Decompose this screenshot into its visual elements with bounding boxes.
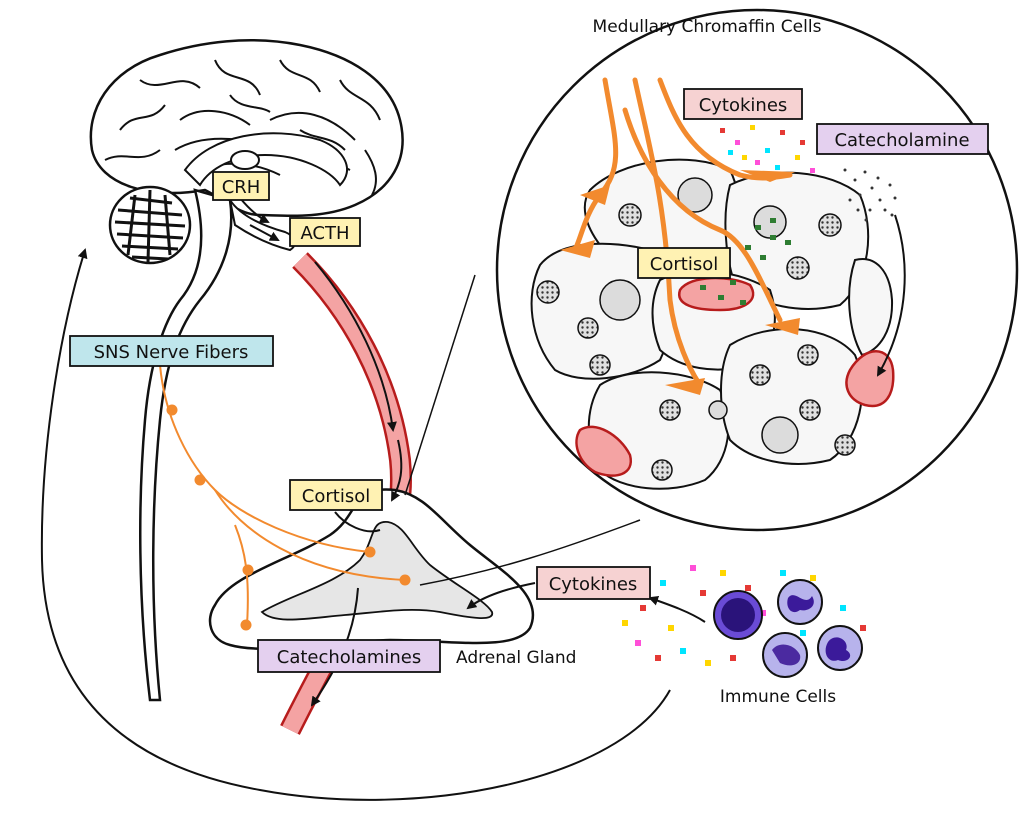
cortisol-squares (700, 218, 791, 305)
brain (89, 39, 404, 702)
arrows (40, 197, 706, 801)
thalamus (230, 150, 260, 170)
label-catecholamines: Catecholamines (257, 639, 441, 673)
label-immune-cells: Immune Cells (720, 687, 836, 707)
label-cortisol: Cortisol (289, 479, 383, 511)
label-sns: SNS Nerve Fibers (69, 335, 274, 367)
inset-cytokines (720, 125, 815, 173)
acth-vessel-arrow (314, 261, 397, 432)
feedback-loop-arrow (40, 248, 671, 801)
label-sns-text: SNS Nerve Fibers (94, 342, 249, 363)
nerve-terminals (560, 170, 800, 395)
label-adrenal-gland: Adrenal Gland (456, 648, 576, 668)
label-cytokines: Cytokines (536, 566, 651, 600)
medullary-inset (495, 8, 1019, 532)
label-cortisol-text: Cortisol (302, 486, 370, 507)
label-inset-cytokines: Cytokines (683, 88, 803, 120)
label-inset-cortisol: Cortisol (637, 247, 731, 279)
cytokines-to-gland-arrow (466, 582, 536, 610)
label-crh-text: CRH (222, 177, 261, 198)
adrenal-medulla (260, 521, 493, 621)
label-acth-text: ACTH (300, 223, 349, 244)
label-medullary-title: Medullary Chromaffin Cells (593, 17, 822, 37)
inset-catecholamine-arrow (876, 214, 906, 377)
label-inset-cortisol-text: Cortisol (650, 254, 718, 275)
label-catecholamines-text: Catecholamines (277, 647, 421, 668)
label-acth: ACTH (289, 217, 361, 247)
red-blood-cells (575, 276, 895, 477)
label-cytokines-text: Cytokines (549, 574, 638, 595)
catecholamine-dots (843, 168, 897, 222)
brainstem (139, 188, 233, 702)
label-crh: CRH (212, 171, 270, 201)
label-inset-catecholamine-text: Catecholamine (834, 130, 969, 151)
nerve-nodes (166, 404, 411, 631)
granules (536, 203, 856, 481)
adrenal-gland (208, 488, 535, 650)
immune-cells (622, 565, 866, 678)
cerebellum (108, 185, 192, 265)
label-inset-catecholamine: Catecholamine (816, 123, 989, 155)
label-inset-cytokines-text: Cytokines (699, 95, 788, 116)
